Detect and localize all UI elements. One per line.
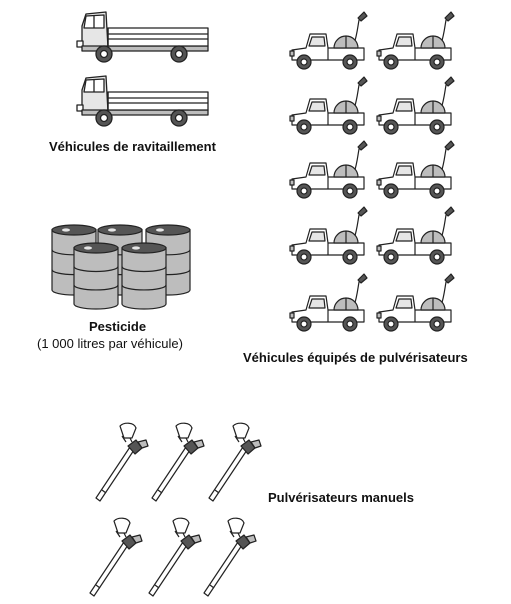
pesticide-barrels-icon [50,222,196,310]
pesticide-label: Pesticide [89,319,147,334]
hand-sprayers-label: Pulvérisateurs manuels [268,490,414,505]
spray-jeep-icon [288,10,368,76]
hand-sprayer-icon [148,420,218,502]
hand-sprayer-icon [145,515,215,597]
spray-jeep-icon [375,139,455,205]
spray-jeep-icon [375,75,455,141]
hand-sprayer-icon [205,420,275,502]
hand-sprayer-icon [92,420,162,502]
spray-vehicles-label: Véhicules équipés de pulvérisateurs [243,350,468,365]
spray-jeep-icon [288,75,368,141]
supply-truck-icon [74,8,210,64]
spray-jeep-icon [375,272,455,338]
spray-jeep-icon [288,139,368,205]
spray-jeep-icon [288,272,368,338]
spray-jeep-icon [288,205,368,271]
hand-sprayer-icon [86,515,156,597]
pesticide-note: (1 000 litres par véhicule) [37,336,183,351]
hand-sprayer-icon [200,515,270,597]
spray-jeep-icon [375,205,455,271]
supply-vehicles-label: Véhicules de ravitaillement [49,139,216,154]
spray-jeep-icon [375,10,455,76]
supply-truck-icon [74,72,210,128]
